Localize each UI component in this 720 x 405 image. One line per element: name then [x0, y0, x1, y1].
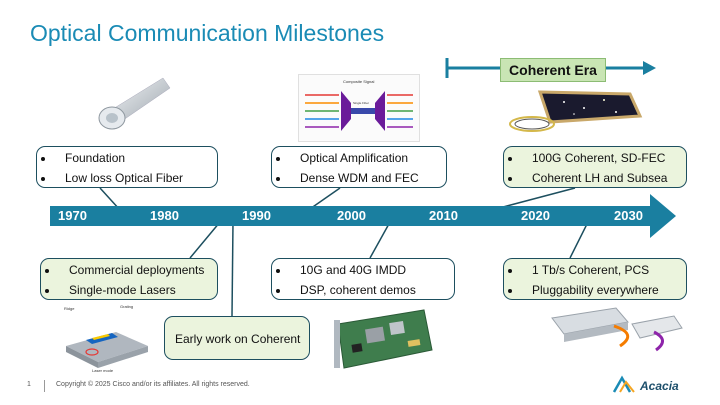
coherent-era-label: Coherent Era: [500, 58, 606, 82]
wdm-center-label: Single Fiber: [353, 101, 370, 105]
timeline-arrow: [50, 194, 676, 238]
callout-item: Single-mode Lasers: [59, 280, 217, 300]
callout-item: Foundation: [55, 148, 217, 168]
fiber-cable-image: [98, 77, 171, 130]
year-label: 1990: [242, 208, 271, 223]
acacia-logo-icon: [612, 375, 635, 393]
callout-item: Dense WDM and FEC: [290, 168, 446, 188]
laser-diagram: Ridge Grating Laser mode: [56, 302, 156, 374]
year-label: 2030: [614, 208, 643, 223]
pluggable-modules-image: [551, 307, 683, 352]
callout-1980s: Commercial deployments Single-mode Laser…: [40, 258, 218, 300]
callout-2010s: 100G Coherent, SD-FEC Coherent LH and Su…: [503, 146, 687, 188]
coherent-module-image: [509, 90, 643, 132]
copyright-text: Copyright © 2025 Cisco and/or its affili…: [56, 381, 250, 388]
callout-item: 1 Tb/s Coherent, PCS: [522, 260, 686, 280]
callout-1970s: Foundation Low loss Optical Fiber: [36, 146, 218, 188]
callout-item: Coherent LH and Subsea: [522, 168, 686, 188]
callout-1990s: Optical Amplification Dense WDM and FEC: [271, 146, 447, 188]
year-label: 1980: [150, 208, 179, 223]
dsp-board-image: [334, 309, 433, 369]
year-label: 1970: [58, 208, 87, 223]
acacia-logo-text: Acacia: [640, 379, 679, 393]
laser-label-mode: Laser mode: [92, 368, 114, 373]
callout-2020s: 1 Tb/s Coherent, PCS Pluggability everyw…: [503, 258, 687, 300]
callout-2000s: 10G and 40G IMDD DSP, coherent demos: [271, 258, 455, 300]
callout-item: Pluggability everywhere: [522, 280, 686, 300]
laser-label-ridge: Ridge: [64, 306, 75, 311]
page-number: 1: [27, 381, 31, 388]
laser-label-grating: Grating: [120, 304, 134, 309]
year-label: 2000: [337, 208, 366, 223]
footer-divider: [44, 380, 45, 392]
callout-item: DSP, coherent demos: [290, 280, 454, 300]
callout-item: 10G and 40G IMDD: [290, 260, 454, 280]
wdm-diagram: Composite Signal Single Fiber: [298, 74, 420, 142]
wdm-graphic: [305, 91, 413, 131]
callout-item: Optical Amplification: [290, 148, 446, 168]
year-label: 2020: [521, 208, 550, 223]
page-title: Optical Communication Milestones: [30, 20, 385, 46]
callout-item: Commercial deployments: [59, 260, 217, 280]
laser-graphic: [66, 332, 148, 368]
callout-item: Low loss Optical Fiber: [55, 168, 217, 188]
wdm-title: Composite Signal: [343, 79, 375, 84]
year-label: 2010: [429, 208, 458, 223]
callout-item: 100G Coherent, SD-FEC: [522, 148, 686, 168]
callout-early-coherent: Early work on Coherent: [164, 316, 310, 360]
